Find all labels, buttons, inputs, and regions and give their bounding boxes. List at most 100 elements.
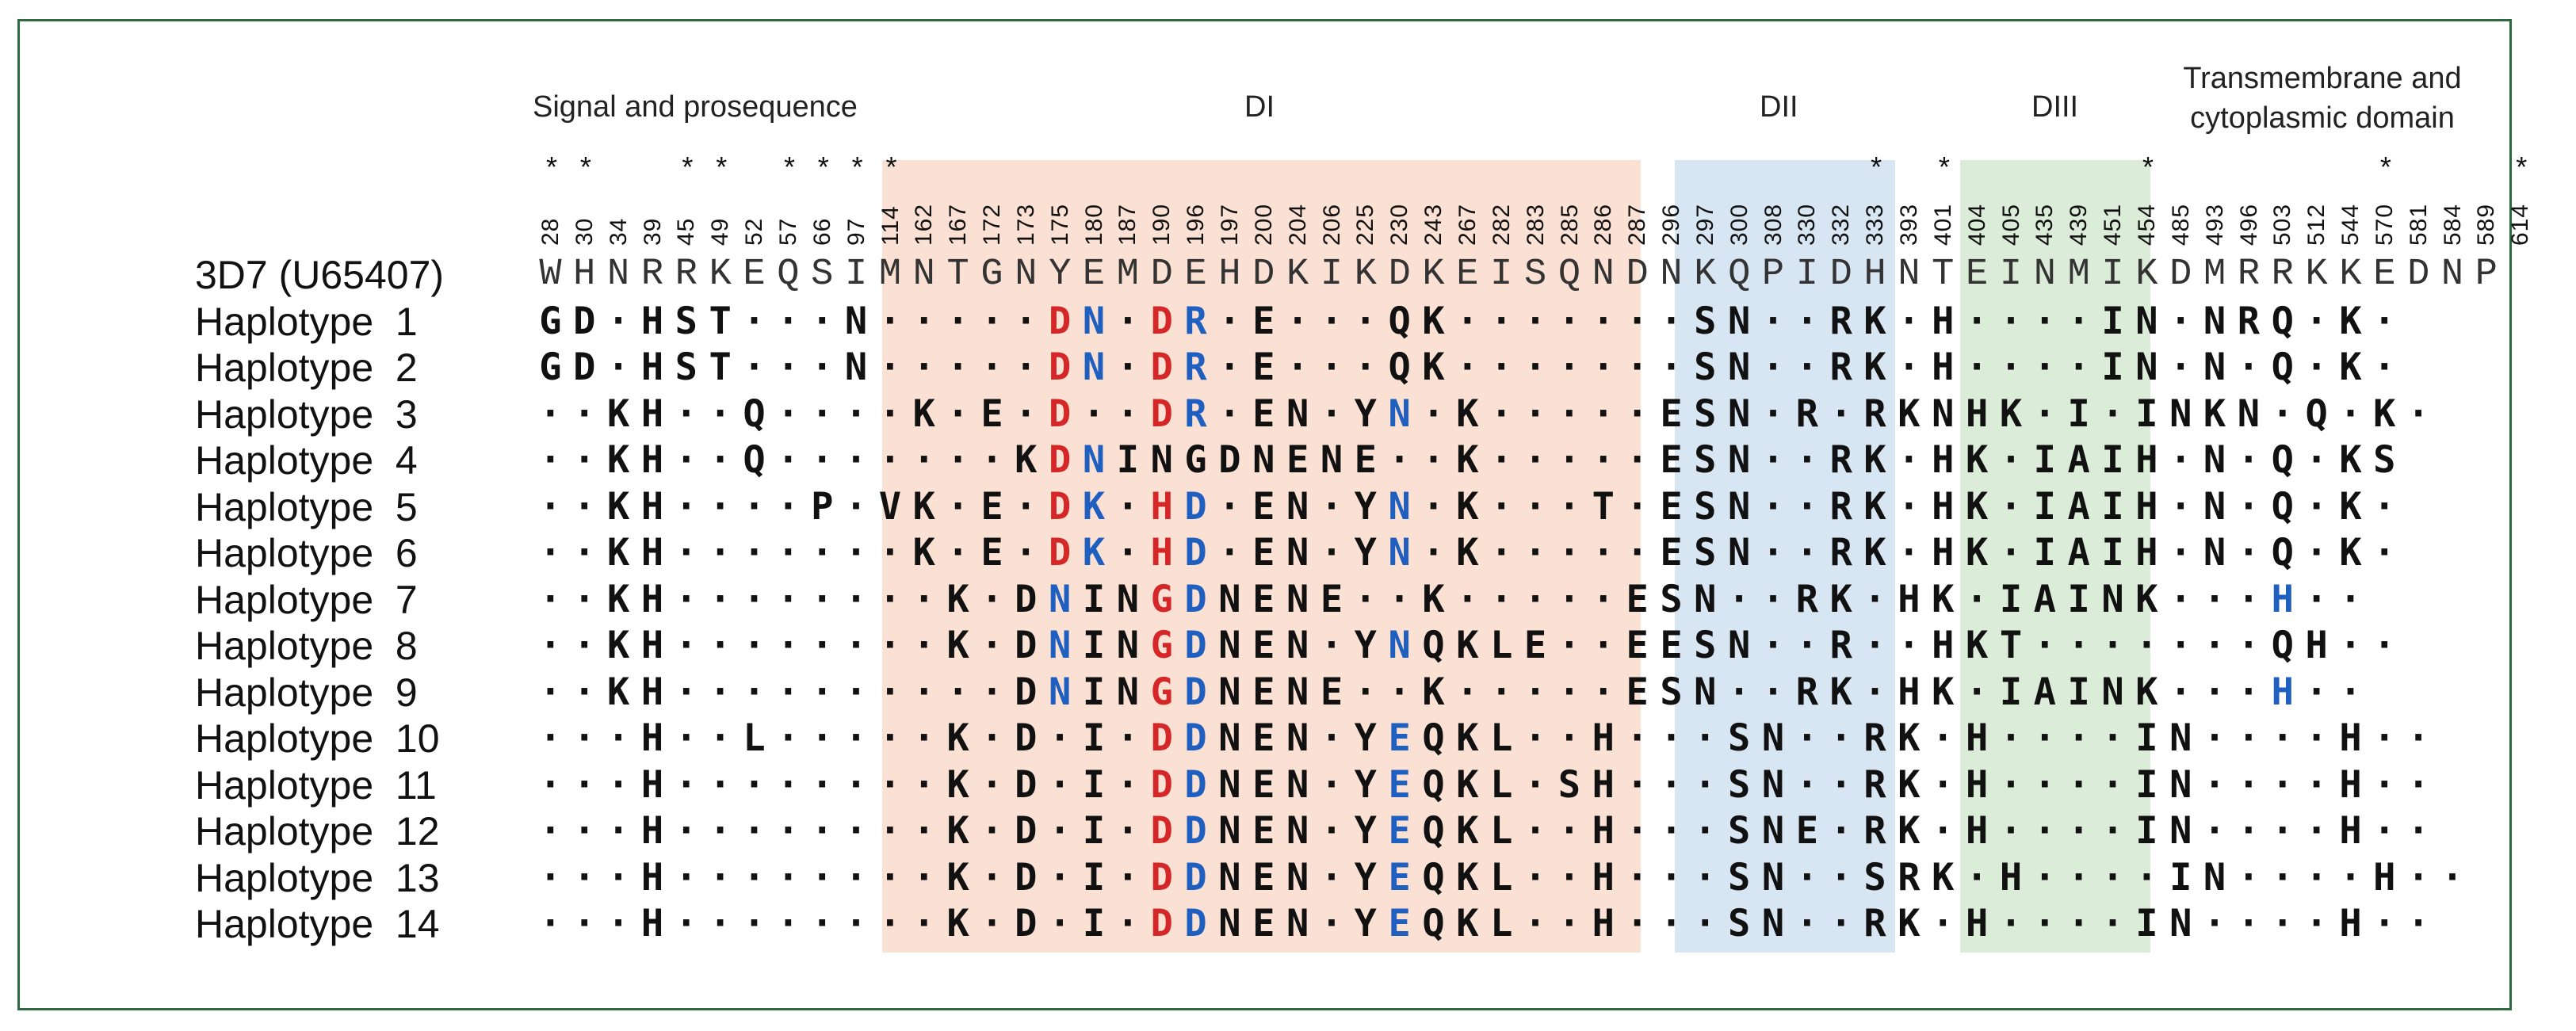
- residue: N: [1728, 346, 1751, 389]
- residue: N: [2169, 902, 2192, 945]
- haplotype-label: Haplotype 7: [195, 577, 418, 622]
- residue: D: [1150, 762, 1173, 807]
- residue: H: [1999, 855, 2023, 899]
- position-number: 330: [1794, 203, 1821, 246]
- residue: R: [1829, 346, 1852, 389]
- residue: N: [1150, 438, 1173, 482]
- identity-dot: ·: [1626, 809, 1649, 853]
- identity-dot: ·: [573, 809, 596, 853]
- residue: D: [1150, 855, 1173, 899]
- residue: D: [2407, 254, 2430, 296]
- residue: K: [1456, 391, 1479, 436]
- residue: Y: [1354, 391, 1377, 436]
- identity-dot: ·: [1015, 299, 1038, 343]
- residue: D: [1388, 254, 1411, 296]
- identity-dot: ·: [2271, 762, 2294, 807]
- identity-dot: ·: [1932, 716, 1955, 760]
- identity-dot: ·: [573, 716, 596, 760]
- identity-dot: ·: [946, 484, 969, 529]
- identity-dot: ·: [709, 670, 732, 714]
- identity-dot: ·: [1898, 346, 1921, 389]
- identity-dot: ·: [1660, 809, 1683, 853]
- residue: H: [640, 809, 664, 853]
- haplotype-label: Haplotype 9: [195, 670, 418, 715]
- identity-dot: ·: [1626, 531, 1649, 575]
- position-number: 503: [2269, 203, 2296, 246]
- residue: Q: [1422, 762, 1445, 807]
- identity-dot: ·: [878, 670, 902, 714]
- residue: H: [2271, 577, 2294, 621]
- residue: I: [2101, 438, 2124, 482]
- position-number: 496: [2235, 203, 2262, 246]
- residue: N: [1116, 670, 1139, 714]
- residue: N: [2203, 531, 2226, 575]
- identity-dot: ·: [1218, 346, 1241, 389]
- identity-dot: ·: [844, 809, 868, 853]
- residue: H: [1592, 762, 1615, 807]
- identity-dot: ·: [2339, 624, 2362, 667]
- identity-dot: ·: [912, 670, 935, 714]
- identity-dot: ·: [1592, 438, 1615, 482]
- identity-dot: ·: [1829, 716, 1852, 760]
- identity-dot: ·: [1999, 299, 2023, 343]
- identity-dot: ·: [912, 902, 935, 945]
- identity-dot: ·: [1694, 902, 1717, 945]
- identity-dot: ·: [539, 809, 562, 853]
- identity-dot: ·: [2169, 531, 2192, 575]
- identity-dot: ·: [2373, 346, 2396, 389]
- identity-dot: ·: [1592, 531, 1615, 575]
- residue: P: [811, 484, 834, 529]
- residue: E: [1252, 670, 1275, 714]
- identity-dot: ·: [2373, 762, 2396, 807]
- identity-dot: ·: [1557, 299, 1581, 343]
- residue: A: [2067, 531, 2090, 575]
- identity-dot: ·: [1999, 716, 2023, 760]
- residue: D: [1015, 809, 1038, 853]
- identity-dot: ·: [1354, 577, 1377, 621]
- identity-dot: ·: [1456, 346, 1479, 389]
- position-number: 173: [1012, 203, 1039, 246]
- residue: H: [2373, 855, 2396, 899]
- residue: R: [1863, 716, 1886, 760]
- identity-dot: ·: [980, 624, 1003, 667]
- identity-dot: ·: [2169, 438, 2192, 482]
- identity-dot: ·: [1694, 762, 1717, 807]
- identity-dot: ·: [709, 438, 732, 482]
- identity-dot: ·: [2135, 855, 2158, 899]
- position-star: *: [579, 151, 591, 183]
- residue: L: [743, 716, 766, 760]
- identity-dot: ·: [1557, 670, 1581, 714]
- residue: H: [1150, 484, 1173, 529]
- residue: N: [2101, 577, 2124, 621]
- identity-dot: ·: [1422, 391, 1445, 436]
- identity-dot: ·: [1863, 624, 1886, 667]
- residue: H: [1932, 531, 1955, 575]
- residue: N: [1082, 299, 1106, 343]
- residue: K: [1999, 391, 2023, 436]
- identity-dot: ·: [1965, 577, 1989, 621]
- residue: K: [1898, 716, 1921, 760]
- identity-dot: ·: [1523, 299, 1547, 343]
- residue: S: [1863, 855, 1886, 899]
- position-number: 172: [979, 203, 1006, 246]
- identity-dot: ·: [1898, 438, 1921, 482]
- identity-dot: ·: [1761, 670, 1785, 714]
- identity-dot: ·: [1116, 762, 1139, 807]
- identity-dot: ·: [2407, 762, 2430, 807]
- position-number: 243: [1420, 203, 1447, 246]
- residue: N: [1286, 484, 1309, 529]
- residue: A: [2067, 438, 2090, 482]
- identity-dot: ·: [1761, 346, 1785, 389]
- residue: I: [2101, 254, 2124, 296]
- identity-dot: ·: [1388, 670, 1411, 714]
- residue: S: [1694, 299, 1717, 343]
- residue: D: [1218, 438, 1241, 482]
- identity-dot: ·: [1557, 391, 1581, 436]
- residue: N: [2203, 484, 2226, 529]
- residue: N: [1728, 391, 1751, 436]
- identity-dot: ·: [2135, 624, 2158, 667]
- residue: E: [980, 531, 1003, 575]
- residue: I: [2033, 484, 2056, 529]
- residue: N: [1286, 809, 1309, 853]
- identity-dot: ·: [844, 716, 868, 760]
